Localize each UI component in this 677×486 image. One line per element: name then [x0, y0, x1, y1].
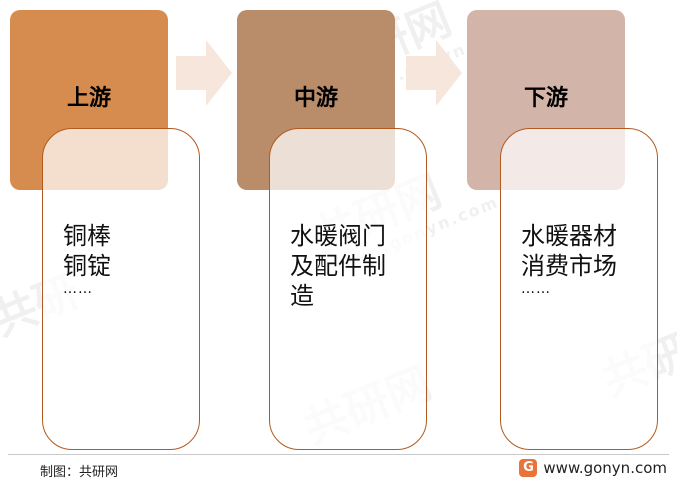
- gonyn-logo-icon: G: [519, 459, 538, 477]
- website-url[interactable]: www.gonyn.com: [543, 459, 667, 477]
- midstream-item: 水暖阀门: [290, 222, 386, 250]
- downstream-items: 水暖器材 消费市场 ……: [521, 221, 649, 297]
- flow-arrow-2: [406, 40, 462, 106]
- upstream-item-ellipsis: ……: [63, 281, 93, 297]
- stage-midstream-label: 中游: [293, 86, 338, 111]
- stage-downstream-label: 下游: [523, 86, 568, 111]
- midstream-items-box: 水暖阀门 及配件制 造: [269, 128, 427, 450]
- arrow-shape: [406, 40, 462, 106]
- arrow-shape: [176, 40, 232, 106]
- downstream-item: 水暖器材: [521, 222, 617, 250]
- stage-upstream-label: 上游: [66, 86, 111, 111]
- downstream-items-box: 水暖器材 消费市场 ……: [500, 128, 658, 450]
- website-badge[interactable]: G www.gonyn.com: [519, 459, 667, 477]
- downstream-item-ellipsis: ……: [521, 281, 551, 297]
- upstream-item: 铜棒: [63, 222, 111, 250]
- upstream-items: 铜棒 铜锭 ……: [63, 221, 191, 297]
- downstream-item: 消费市场: [521, 252, 617, 280]
- midstream-item: 及配件制: [290, 252, 386, 280]
- chart-credit: 制图：共研网: [40, 465, 119, 480]
- footer-divider: [8, 454, 669, 455]
- midstream-item: 造: [290, 282, 314, 310]
- flow-arrow-1: [176, 40, 232, 106]
- upstream-item: 铜锭: [63, 252, 111, 280]
- upstream-items-box: 铜棒 铜锭 ……: [42, 128, 200, 450]
- midstream-items: 水暖阀门 及配件制 造: [290, 221, 418, 311]
